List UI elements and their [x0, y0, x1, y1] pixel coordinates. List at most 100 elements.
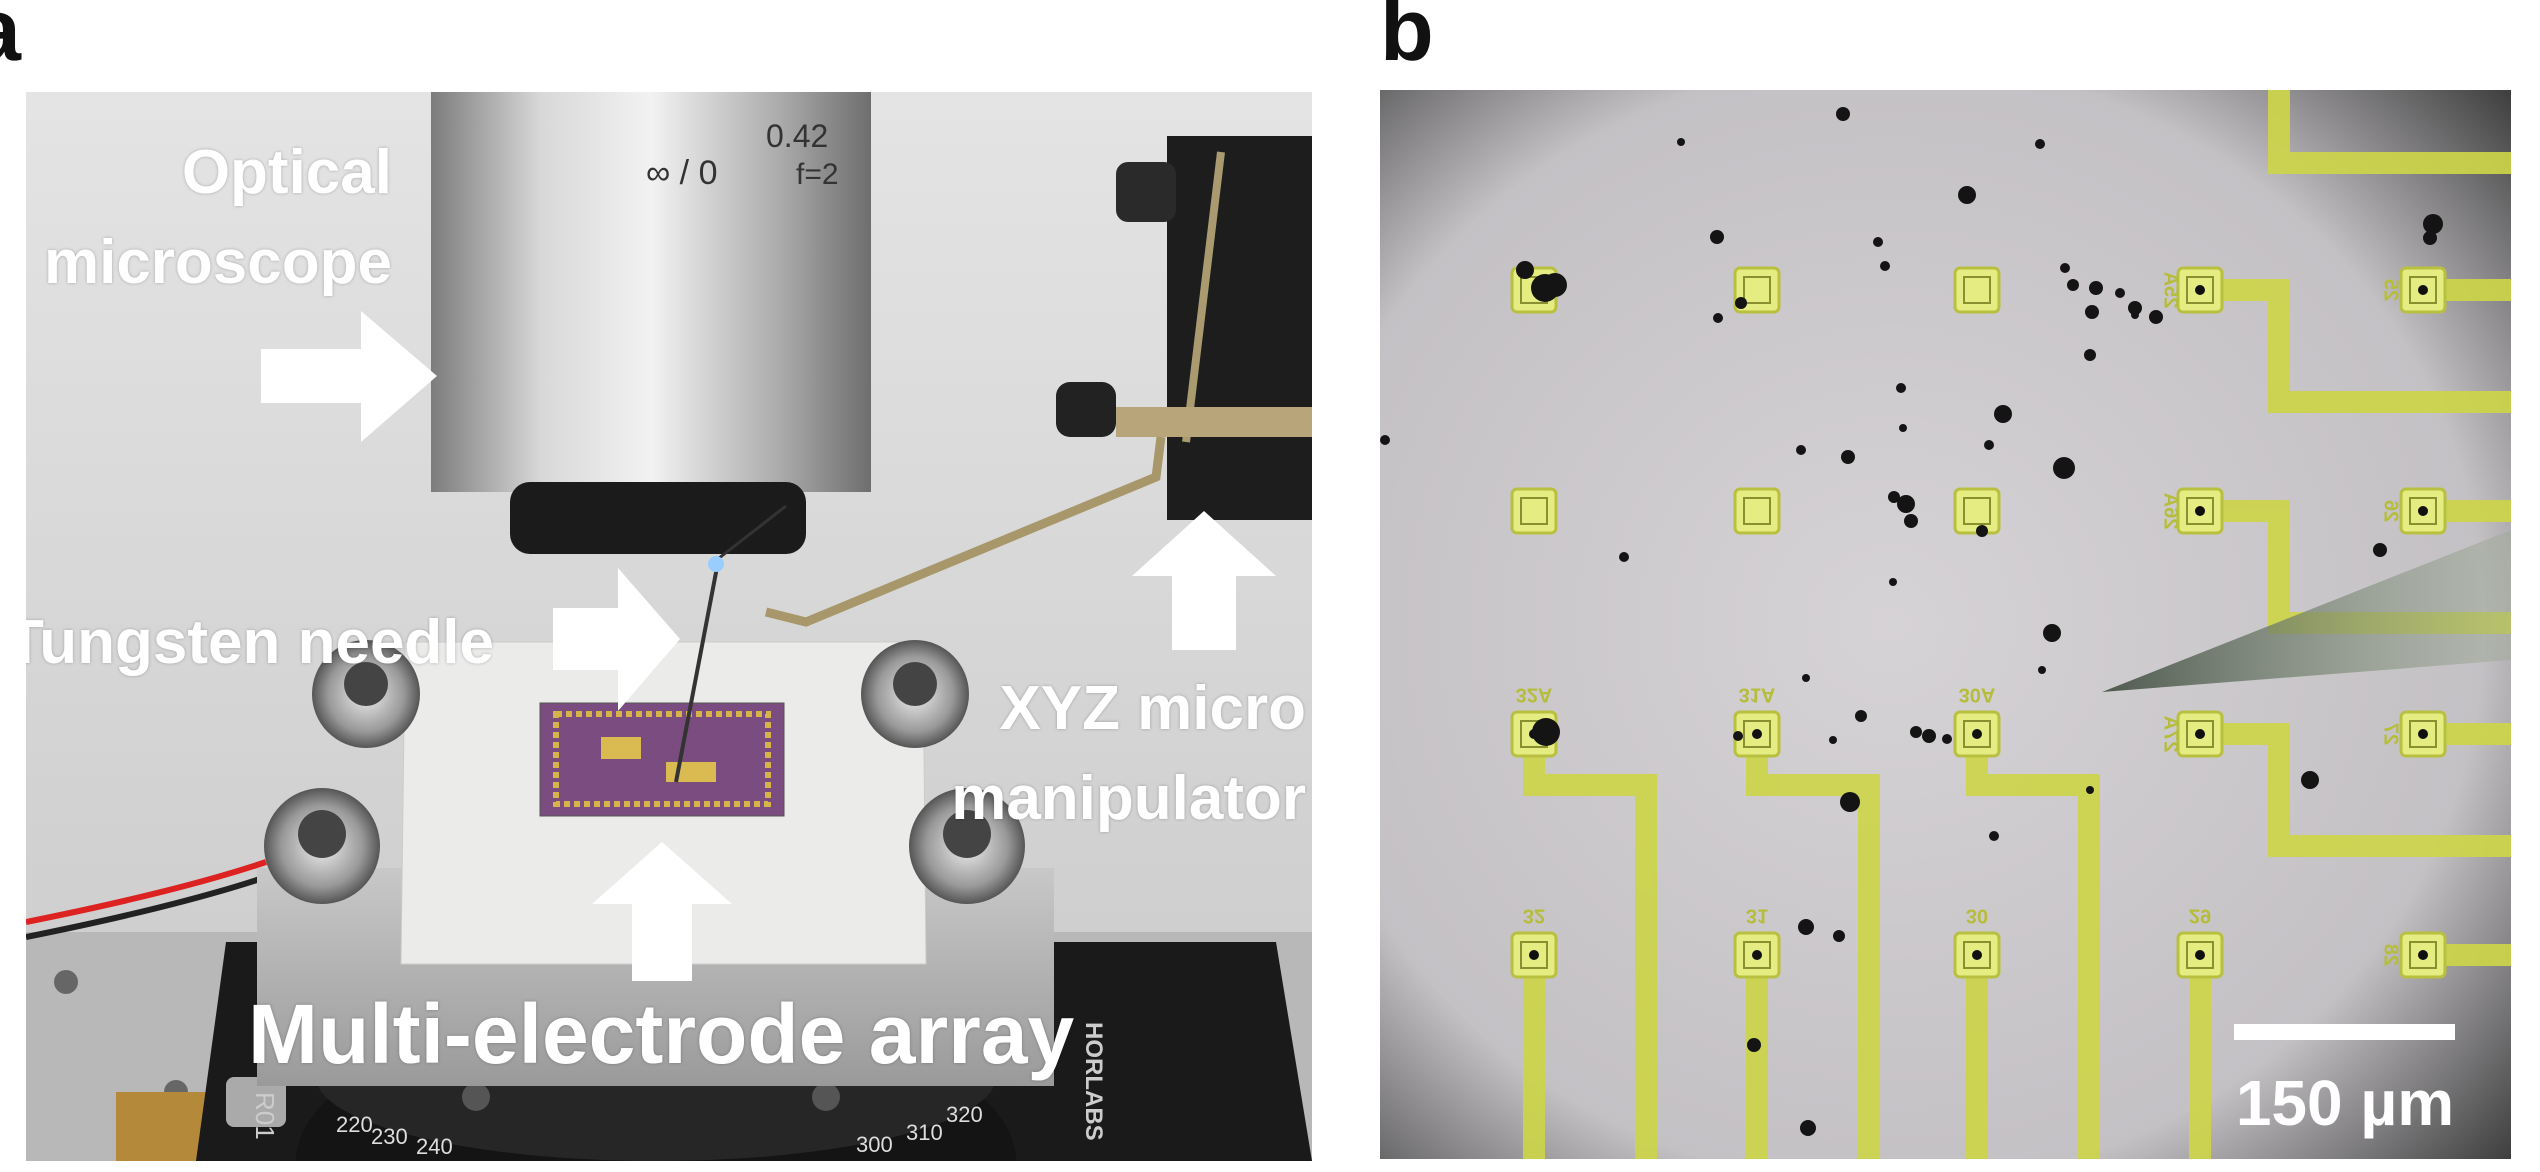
- pad-label: 25A: [2160, 272, 2182, 309]
- particle: [1889, 578, 1897, 586]
- pad-label: 26: [2380, 500, 2402, 522]
- cell: [2195, 506, 2205, 516]
- particle: [2089, 281, 2103, 295]
- pad-label: 25: [2380, 279, 2402, 301]
- tungsten-needle: [713, 504, 787, 564]
- particle: [1880, 261, 1890, 271]
- trace: [2200, 279, 2511, 413]
- trace: [1746, 955, 1768, 1159]
- particle: [1896, 383, 1906, 393]
- svg-text:230: 230: [371, 1124, 408, 1149]
- cell: [2195, 285, 2205, 295]
- cell: [2418, 950, 2428, 960]
- arrow-right-icon: [553, 568, 680, 711]
- pad-label: 31: [1746, 905, 1768, 927]
- particle: [1516, 261, 1534, 279]
- particle: [1888, 491, 1900, 503]
- trace: [2189, 955, 2211, 1159]
- svg-text:220: 220: [336, 1112, 373, 1137]
- cell: [2418, 506, 2428, 516]
- pad-label: 30: [1966, 905, 1988, 927]
- label-manipulator: manipulator: [951, 764, 1306, 833]
- particle: [1897, 495, 1915, 513]
- label-xyz-micro: XYZ micro: [999, 674, 1306, 743]
- pad-label: 32A: [1516, 684, 1553, 706]
- electrode-pad: [1733, 487, 1781, 535]
- particle: [2060, 263, 2070, 273]
- particle: [2115, 288, 2125, 298]
- particle: [1796, 445, 1806, 455]
- pad-label: 29: [2189, 905, 2211, 927]
- svg-text:310: 310: [906, 1120, 943, 1145]
- trace: [1966, 734, 2100, 1159]
- particle: [1976, 525, 1988, 537]
- particle: [2038, 666, 2046, 674]
- electrode-pad: [1510, 487, 1558, 535]
- svg-text:∞ / 0: ∞ / 0: [646, 154, 718, 192]
- cell: [1752, 729, 1762, 739]
- particle: [1989, 831, 1999, 841]
- arrow-up-icon: [592, 842, 732, 981]
- particle: [2053, 457, 2075, 479]
- particle: [1833, 930, 1845, 942]
- trace: [2268, 90, 2511, 174]
- setup-photo: R01 HORLABS 220 230 240 300 310 320 0.42…: [26, 92, 1312, 1161]
- screws: [264, 640, 1025, 904]
- particle: [1994, 405, 2012, 423]
- panel-label-b: b: [1380, 0, 1434, 79]
- particle: [2301, 771, 2319, 789]
- pad-label: 32: [1523, 905, 1545, 927]
- particle: [1800, 1120, 1816, 1136]
- cell: [1752, 950, 1762, 960]
- particle: [1899, 424, 1907, 432]
- pad-label: 27: [2380, 723, 2402, 745]
- pad-label: 27A: [2160, 716, 2182, 753]
- brass-block: [116, 1092, 206, 1161]
- particle: [1904, 514, 1918, 528]
- particle: [1677, 138, 1685, 146]
- scale-bar: [2234, 1024, 2455, 1040]
- pad-label: 26A: [2160, 493, 2182, 530]
- particle: [1619, 552, 1629, 562]
- rotation-dial: 220 230 240 300 310 320: [336, 1102, 983, 1159]
- cell: [2195, 729, 2205, 739]
- particle: [1922, 729, 1936, 743]
- particle: [2423, 231, 2437, 245]
- particle: [1532, 718, 1560, 746]
- cell: [2418, 729, 2428, 739]
- tungsten-needle-tip: [2102, 530, 2511, 692]
- trace: [1966, 955, 1988, 1159]
- particle: [2131, 311, 2139, 319]
- particle: [1543, 273, 1567, 297]
- brand-text: HORLABS: [1080, 1022, 1107, 1141]
- particle: [1910, 726, 1922, 738]
- trace: [1523, 955, 1545, 1159]
- micromanipulator: [674, 136, 1312, 783]
- particle: [1942, 734, 1952, 744]
- pad-label: 30A: [1959, 684, 1996, 706]
- setup-photo-drawing: R01 HORLABS 220 230 240 300 310 320 0.42…: [26, 92, 1312, 1161]
- particle: [1840, 792, 1860, 812]
- particle: [1855, 710, 1867, 722]
- particle: [2084, 349, 2096, 361]
- label-multi-electrode-array: Multi-electrode array: [248, 987, 1075, 1081]
- particle: [2149, 310, 2163, 324]
- trace: [2200, 500, 2511, 634]
- particle: [2423, 214, 2443, 234]
- particle: [2043, 624, 2061, 642]
- pad-label: 31A: [1739, 684, 1776, 706]
- cell: [1972, 950, 1982, 960]
- particle: [1873, 237, 1883, 247]
- electrode-pad: [1953, 487, 2001, 535]
- particle: [2086, 786, 2094, 794]
- arrow-up-icon: [1132, 511, 1276, 650]
- particle: [1713, 313, 1723, 323]
- trace: [1523, 734, 1657, 1159]
- particle: [1735, 297, 1747, 309]
- scale-bar-label: 150 µm: [2236, 1067, 2454, 1139]
- particle: [1958, 186, 1976, 204]
- arrow-right-icon: [261, 311, 437, 442]
- trace: [2200, 723, 2511, 857]
